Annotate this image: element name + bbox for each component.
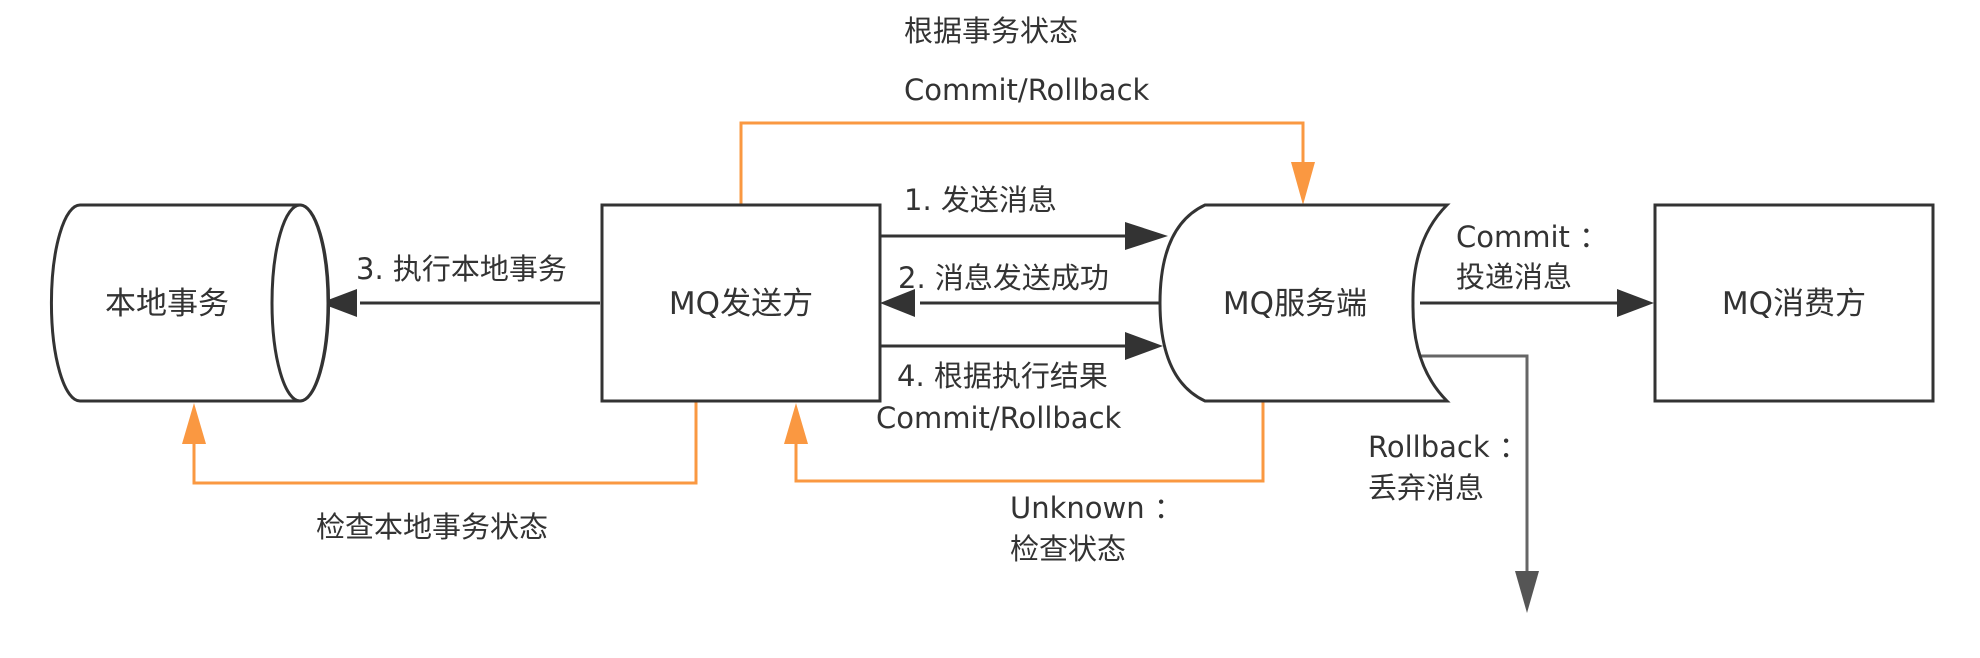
check-local-edge-line <box>192 401 698 485</box>
consumer-node[interactable]: MQ消费方 <box>1653 203 1935 403</box>
commit-label-line1: Commit ： <box>1456 220 1608 254</box>
recheck-edge-line <box>739 121 1305 205</box>
check-local-arrowhead <box>182 403 206 444</box>
local-tx-cylinder-cap <box>270 203 330 403</box>
step3-label: 3. 执行本地事务 <box>356 252 567 286</box>
local-tx-label: 本地事务 <box>105 286 229 322</box>
rollback-arrowhead <box>1515 571 1539 613</box>
consumer-label: MQ消费方 <box>1722 286 1866 322</box>
unknown-label-line2: 检查状态 <box>1010 532 1126 566</box>
step2-arrowhead <box>880 289 915 317</box>
recheck-label-line1: 根据事务状态 <box>904 14 1078 48</box>
step2-label: 2. 消息发送成功 <box>898 261 1109 295</box>
rollback-edge-line <box>1416 354 1529 585</box>
producer-node[interactable]: MQ发送方 <box>600 203 882 403</box>
local-tx-node[interactable]: 本地事务 <box>49 203 331 403</box>
producer-label: MQ发送方 <box>669 286 813 322</box>
commit-label-line2: 投递消息 <box>1456 260 1572 294</box>
commit-arrowhead <box>1617 289 1654 317</box>
unknown-arrowhead <box>784 403 808 444</box>
consumer-box <box>1653 203 1935 403</box>
unknown-label-line1: Unknown ： <box>1010 491 1183 525</box>
step1-arrowhead <box>1125 222 1168 250</box>
check-local-label: 检查本地事务状态 <box>316 510 548 544</box>
step3-arrowhead <box>320 289 357 317</box>
broker-cylinder-body <box>1158 203 1451 403</box>
rollback-label-line1: Rollback ： <box>1368 430 1528 464</box>
step4-label-line2: Commit/Rollback <box>876 401 1122 435</box>
rollback-label-line2: 丢弃消息 <box>1368 471 1484 505</box>
producer-box <box>600 203 882 403</box>
step4-label-line1: 4. 根据执行结果 <box>897 359 1108 393</box>
step1-label: 1. 发送消息 <box>904 183 1057 217</box>
recheck-label-line2: Commit/Rollback <box>904 73 1150 107</box>
broker-node[interactable]: MQ服务端 <box>1158 203 1451 403</box>
recheck-arrowhead <box>1291 162 1315 205</box>
unknown-edge-line <box>794 401 1265 483</box>
step4-arrowhead <box>1125 332 1163 360</box>
broker-label: MQ服务端 <box>1223 286 1367 322</box>
